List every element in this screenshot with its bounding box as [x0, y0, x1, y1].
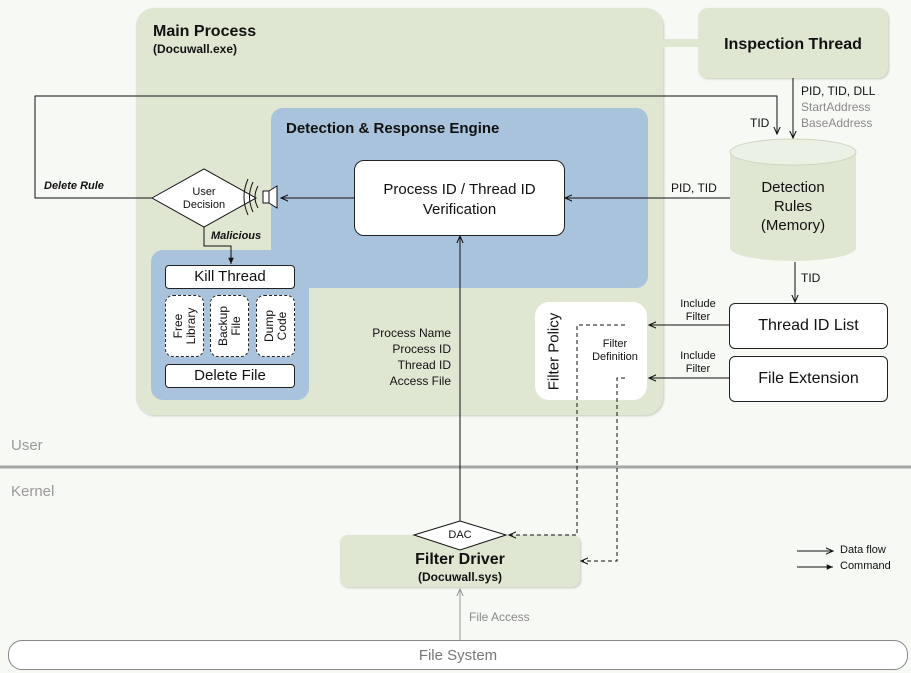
file-system-label: File System: [418, 647, 498, 664]
backup-file-action: Backup File: [210, 295, 249, 357]
detection-rules-cylinder: [729, 138, 857, 261]
thread-id-list-box: Thread ID List: [729, 303, 888, 349]
dac-label: DAC: [448, 529, 472, 541]
filter-policy-title: Filter Policy: [545, 312, 563, 391]
inspection-label-start-address: StartAddress: [801, 100, 871, 114]
user-decision-line1: User: [192, 186, 216, 198]
tid-label-mid: TID: [801, 271, 821, 285]
process-info-list: Process Name Process ID Thread ID Access…: [350, 325, 451, 389]
legend-data-flow-label: Data flow: [840, 544, 886, 556]
include-filter-2-line2: Filter: [685, 363, 711, 375]
main-process-subtitle: (Docuwall.exe): [153, 42, 238, 56]
connector-bar: [663, 39, 699, 47]
include-filter-1-line1: Include: [680, 298, 716, 310]
detection-rules-line3: (Memory): [760, 217, 826, 234]
dump-code-line2: Code: [275, 311, 289, 341]
include-filter-2-line1: Include: [680, 350, 716, 362]
include-filter-label-1: Include Filter: [673, 298, 723, 324]
detection-rules-label: Detection Rules (Memory): [730, 178, 856, 235]
backup-file-line2: File: [229, 316, 243, 336]
filter-driver-title: Filter Driver: [415, 551, 505, 568]
file-system-bar: [8, 640, 908, 670]
verification-line2: Verification: [422, 201, 497, 218]
verification-line1: Process ID / Thread ID: [383, 181, 536, 198]
filter-definition-label: Filter Definition: [584, 338, 646, 364]
dump-code-action: Dump Code: [256, 295, 295, 357]
speaker-icon: [243, 178, 278, 216]
process-info-pid: Process ID: [392, 342, 451, 356]
kernel-layer-label: Kernel: [11, 483, 55, 500]
inspection-thread-title: Inspection Thread: [724, 36, 862, 53]
user-decision-line2: Decision: [182, 199, 226, 211]
filter-definition-line1: Filter: [602, 338, 628, 350]
verification-box: Process ID / Thread ID Verification: [354, 160, 565, 236]
include-filter-1-line2: Filter: [685, 311, 711, 323]
filter-policy-panel: [535, 302, 647, 400]
dac-diamond: [412, 520, 508, 551]
process-info-name: Process Name: [372, 326, 451, 340]
inspection-label-pid-tid-dll: PID, TID, DLL: [801, 84, 876, 98]
process-info-tid: Thread ID: [397, 358, 451, 372]
inspection-label-base-address: BaseAddress: [801, 116, 873, 130]
filter-driver-subtitle: (Docuwall.sys): [417, 570, 503, 584]
free-library-action: Free Library: [165, 295, 204, 357]
malicious-label: Malicious: [211, 230, 262, 242]
file-access-label: File Access: [469, 610, 530, 624]
delete-file-button: Delete File: [165, 364, 295, 388]
main-process-title: Main Process: [153, 23, 257, 40]
file-extension-box: File Extension: [729, 356, 888, 402]
pid-tid-label: PID, TID: [671, 181, 717, 195]
kill-thread-button: Kill Thread: [165, 265, 295, 289]
inspection-thread-panel: [698, 8, 888, 78]
process-info-file: Access File: [389, 374, 451, 388]
user-layer-label: User: [11, 437, 43, 454]
free-library-line2: Library: [184, 307, 198, 345]
tid-label-top: TID: [750, 116, 770, 130]
user-decision-diamond: [150, 168, 258, 228]
include-filter-label-2: Include Filter: [673, 350, 723, 376]
user-decision-label: User Decision: [168, 186, 240, 212]
filter-definition-line2: Definition: [592, 351, 638, 363]
engine-title: Detection & Response Engine: [286, 120, 500, 137]
detection-rules-line1: Detection: [761, 179, 825, 196]
detection-rules-line2: Rules: [773, 198, 813, 215]
legend-command-label: Command: [840, 560, 891, 572]
delete-rule-label: Delete Rule: [44, 180, 104, 192]
